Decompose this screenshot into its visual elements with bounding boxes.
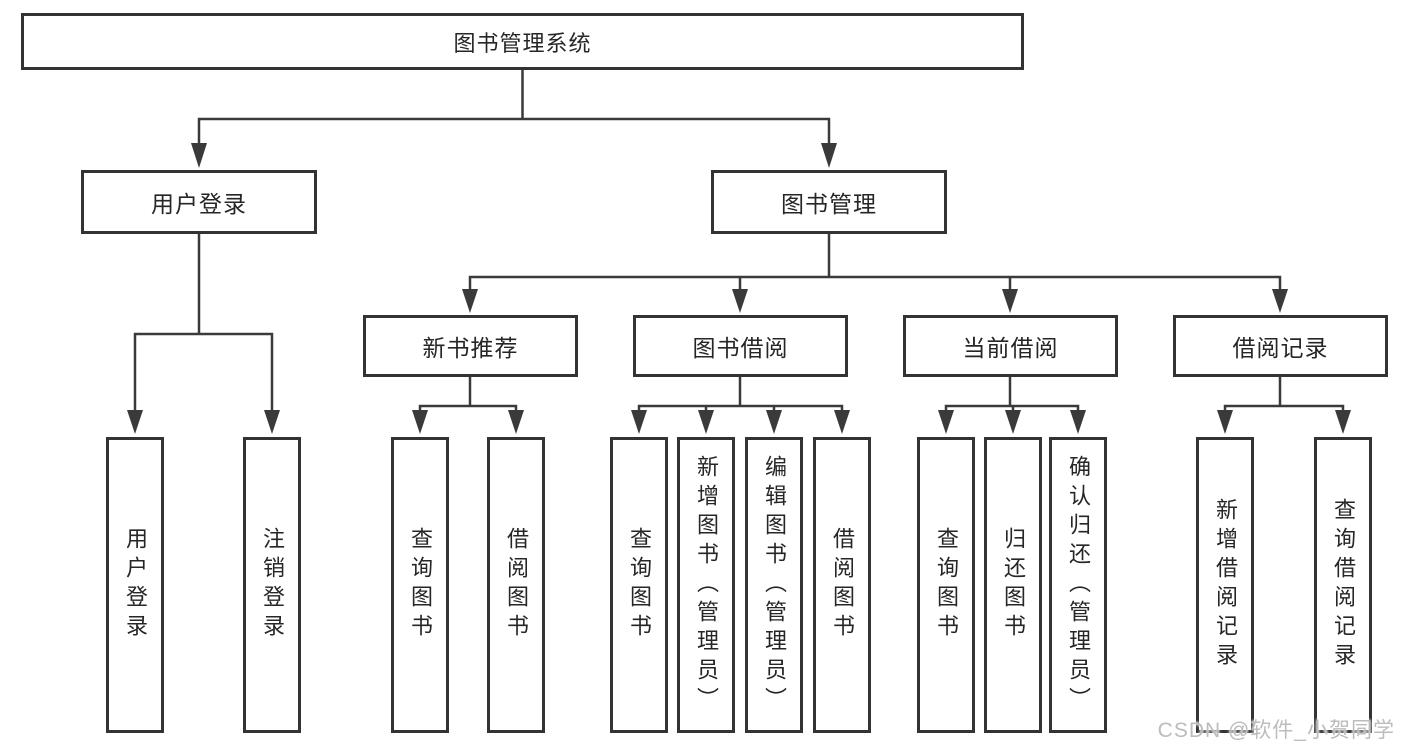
leaf-label: 新增借阅记录 <box>1213 498 1238 672</box>
node-label: 用户登录 <box>151 191 247 217</box>
leaf-edit-books-admin: 编辑图书（管理员） <box>745 437 803 733</box>
leaf-add-books-admin: 新增图书（管理员） <box>677 437 735 733</box>
leaf-query-books-3: 查询图书 <box>917 437 975 733</box>
leaf-confirm-return-admin: 确认归还（管理员） <box>1049 437 1107 733</box>
leaf-label: 查询图书 <box>934 527 959 643</box>
leaf-label: 用户登录 <box>123 527 148 643</box>
node-label: 借阅记录 <box>1232 335 1329 361</box>
node-root-system: 图书管理系统 <box>21 13 1024 70</box>
leaf-label: 编辑图书（管理员） <box>762 454 787 716</box>
leaf-label: 注销登录 <box>260 527 285 643</box>
leaf-label: 归还图书 <box>1001 527 1026 643</box>
node-label: 图书借阅 <box>692 335 789 361</box>
node-book-borrow: 图书借阅 <box>633 315 848 377</box>
leaf-query-books-1: 查询图书 <box>391 437 449 733</box>
leaf-label: 查询借阅记录 <box>1331 498 1356 672</box>
csdn-watermark: CSDN @软件_小贺同学 <box>1157 719 1395 742</box>
leaf-return-books: 归还图书 <box>984 437 1042 733</box>
node-current-borrow: 当前借阅 <box>903 315 1118 377</box>
node-book-management: 图书管理 <box>711 170 947 234</box>
leaf-label: 查询图书 <box>408 527 433 643</box>
leaf-user-login: 用户登录 <box>106 437 164 733</box>
leaf-logout: 注销登录 <box>243 437 301 733</box>
node-label: 图书管理 <box>781 191 877 217</box>
node-root-label: 图书管理系统 <box>453 30 592 56</box>
leaf-query-borrow-record: 查询借阅记录 <box>1314 437 1372 733</box>
leaf-label: 查询图书 <box>627 527 652 643</box>
leaf-query-books-2: 查询图书 <box>610 437 668 733</box>
node-borrow-records: 借阅记录 <box>1173 315 1388 377</box>
node-label: 新书推荐 <box>422 335 519 361</box>
leaf-label: 借阅图书 <box>830 527 855 643</box>
leaf-borrow-books-2: 借阅图书 <box>813 437 871 733</box>
leaf-label: 借阅图书 <box>504 527 529 643</box>
leaf-label: 确认归还（管理员） <box>1066 454 1091 716</box>
leaf-label: 新增图书（管理员） <box>694 454 719 716</box>
node-user-login: 用户登录 <box>81 170 317 234</box>
node-label: 当前借阅 <box>962 335 1059 361</box>
leaf-add-borrow-record: 新增借阅记录 <box>1196 437 1254 733</box>
leaf-borrow-books-1: 借阅图书 <box>487 437 545 733</box>
node-new-book-recommend: 新书推荐 <box>363 315 578 377</box>
